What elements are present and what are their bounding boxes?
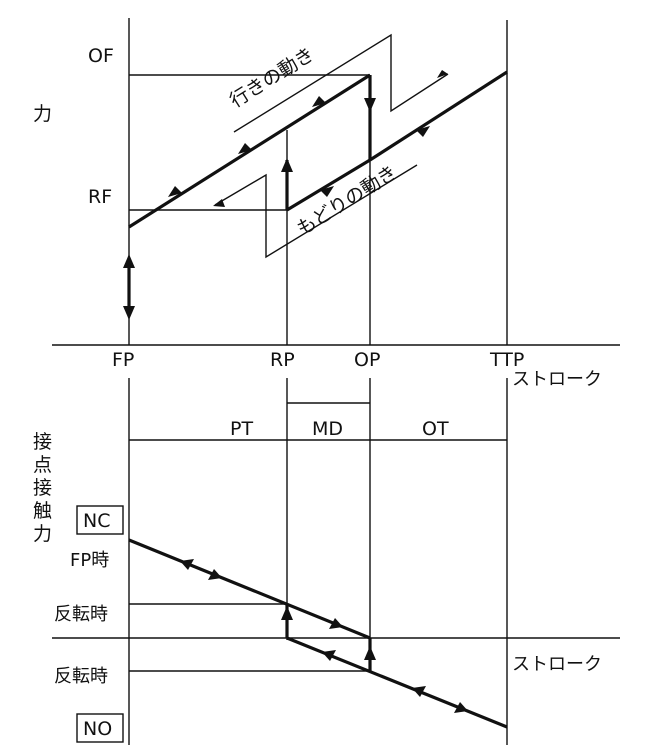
nc-box (76, 505, 124, 535)
nc-contact-force-line (128, 538, 371, 640)
rp-snap-arrow (281, 606, 293, 620)
return-stroke-line (286, 158, 371, 212)
op-label: OP (354, 349, 380, 371)
return-arrow-1 (416, 126, 430, 137)
no-label: NO (83, 718, 112, 740)
nc-arrow-op (329, 618, 343, 629)
forward-arrow-2 (238, 143, 252, 154)
contact-force-label-1: 接 (33, 431, 52, 453)
forward-arrow-1 (168, 186, 182, 197)
md-label: MD (312, 418, 343, 440)
forward-stroke-line (128, 73, 371, 229)
no-arrow-right (454, 702, 468, 713)
contact-force-label-5: 力 (33, 523, 52, 545)
forward-callout-line (233, 33, 449, 133)
fp-time-label: FP時 (70, 550, 109, 571)
forward-callout-arrow (437, 70, 448, 78)
snap-drop-arrow (364, 98, 376, 112)
fp-arrow-down (123, 306, 135, 320)
rp-label: RP (270, 349, 295, 371)
reverse-time-2-label: 反転時 (54, 666, 108, 687)
nc-arrow-right (208, 569, 222, 580)
forward-motion-label: 行きの動き (226, 43, 318, 112)
no-arrow-left (412, 686, 426, 697)
contact-force-label-4: 触 (33, 500, 52, 522)
no-box (76, 713, 124, 743)
op-snap-arrow (364, 646, 376, 660)
nc-arrow-left (180, 559, 194, 570)
nc-label: NC (83, 510, 110, 532)
ot-label: OT (422, 418, 449, 440)
stroke-unit-label-lower: ストローク (512, 654, 602, 675)
pt-label: PT (230, 418, 253, 440)
no-contact-force-line (286, 636, 508, 729)
rf-label: RF (88, 186, 112, 208)
snap-rise-arrow (281, 158, 293, 172)
fp-label: FP (112, 349, 134, 371)
return-callout-line (214, 164, 418, 259)
overtravel-line (369, 70, 508, 162)
of-label: OF (88, 45, 114, 67)
no-arrow-rp (322, 650, 336, 661)
return-callout-arrow (213, 199, 225, 207)
return-arrow-2 (320, 186, 334, 197)
reverse-time-1-label: 反転時 (54, 604, 108, 625)
stroke-unit-label-upper: ストローク (512, 369, 602, 390)
ttp-label: TTP (489, 349, 524, 371)
force-axis-label: 力 (33, 103, 52, 125)
fp-arrow-up (123, 254, 135, 268)
forward-arrow-3 (312, 96, 326, 107)
contact-force-label-3: 接 (33, 477, 52, 499)
contact-force-label-2: 点 (33, 454, 52, 476)
